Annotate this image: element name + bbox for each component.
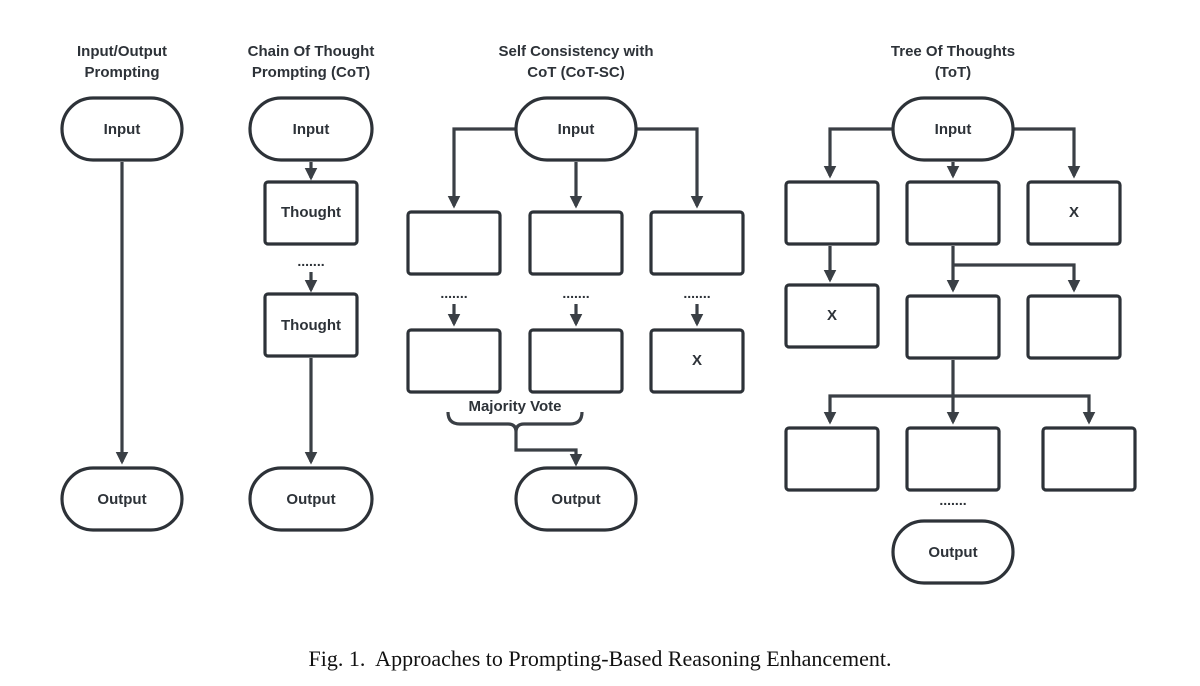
tot-input-node: [891, 96, 1015, 162]
io-output-node: [60, 466, 184, 532]
io-title-line1: Input/Output: [77, 43, 167, 60]
cotsc-input-branch-right-edge: [636, 127, 704, 209]
tot-level2-middle-node: [905, 294, 1001, 360]
cot-output-node: [248, 466, 374, 532]
cotsc-output-node: [514, 466, 638, 532]
tot-level1-right-node: [1026, 180, 1122, 246]
cot-thought-node-2: [263, 292, 359, 358]
cotsc-input-label: Input: [558, 121, 595, 138]
tot-middle-right-child-edge: [953, 263, 1081, 293]
tot-panel: Input X X ....... Output: [784, 96, 1137, 585]
tot-level2-rejected-mark: X: [827, 307, 837, 324]
tot-input-right-edge: [1013, 127, 1081, 179]
cot-ellipsis: .......: [297, 253, 324, 269]
cotsc-title-line2: CoT (CoT-SC): [527, 64, 624, 81]
tot-title-line2: (ToT): [935, 64, 971, 81]
cot-output-label: Output: [286, 491, 335, 508]
cotsc-chain-left-step-2: [406, 328, 502, 394]
tot-level1-left-node: [784, 180, 880, 246]
io-output-label: Output: [97, 491, 146, 508]
cot-input-node: [248, 96, 374, 162]
cot-thought-label-2: Thought: [281, 317, 341, 334]
cot-thought-label-1: Thought: [281, 204, 341, 221]
tot-level3-left-node: [784, 426, 880, 492]
cotsc-rejected-mark: X: [692, 352, 702, 369]
cotsc-input-branch-left-edge: [447, 127, 516, 209]
io-input-node: [60, 96, 184, 162]
cotsc-chain-right-step-2: [649, 328, 745, 394]
tot-title-line1: Tree Of Thoughts: [891, 43, 1015, 60]
cotsc-ellipsis-middle: .......: [562, 285, 589, 301]
cot-title-line2: Prompting (CoT): [252, 64, 370, 81]
cotsc-chain-middle-step-1: [528, 210, 624, 276]
tot-level1-rejected-mark: X: [1069, 204, 1079, 221]
figure-caption: Fig. 1. Approaches to Prompting-Based Re…: [309, 646, 892, 671]
tot-level3-right-node: [1041, 426, 1137, 492]
cotsc-ellipsis-left: .......: [440, 285, 467, 301]
cotsc-title-line1: Self Consistency with: [498, 43, 653, 60]
io-title-line2: Prompting: [85, 64, 160, 81]
cotsc-panel: Input ....... ....... ....... X Majority…: [406, 96, 745, 532]
cotsc-chain-middle-step-2: [528, 328, 624, 394]
cotsc-output-label: Output: [551, 491, 600, 508]
io-panel: Input Output: [60, 96, 184, 532]
tot-output-node: [891, 519, 1015, 585]
tot-input-left-edge: [823, 127, 893, 179]
tot-level2-left-node: [784, 283, 880, 349]
tot-input-label: Input: [935, 121, 972, 138]
tot-level3-left-edge: [823, 360, 955, 425]
tot-level2-right-node: [1026, 294, 1122, 360]
cot-title-line1: Chain Of Thought: [248, 43, 375, 60]
cotsc-majority-vote-brace: [446, 411, 584, 433]
cot-thought-node-1: [263, 180, 359, 246]
tot-level1-middle-node: [905, 180, 1001, 246]
io-input-label: Input: [104, 121, 141, 138]
tot-output-label: Output: [928, 544, 977, 561]
tot-ellipsis: .......: [939, 492, 966, 508]
cotsc-chain-left-step-1: [406, 210, 502, 276]
cotsc-vote-output-edge: [514, 432, 583, 467]
cot-input-label: Input: [293, 121, 330, 138]
tot-level3-middle-node: [905, 426, 1001, 492]
cotsc-chain-right-step-1: [649, 210, 745, 276]
cot-panel: Input Thought ....... Thought Output: [248, 96, 374, 532]
tot-level3-right-edge: [953, 394, 1096, 425]
cotsc-input-node: [514, 96, 638, 162]
cotsc-majority-vote-label: Majority Vote: [468, 398, 561, 415]
cotsc-ellipsis-right: .......: [683, 285, 710, 301]
